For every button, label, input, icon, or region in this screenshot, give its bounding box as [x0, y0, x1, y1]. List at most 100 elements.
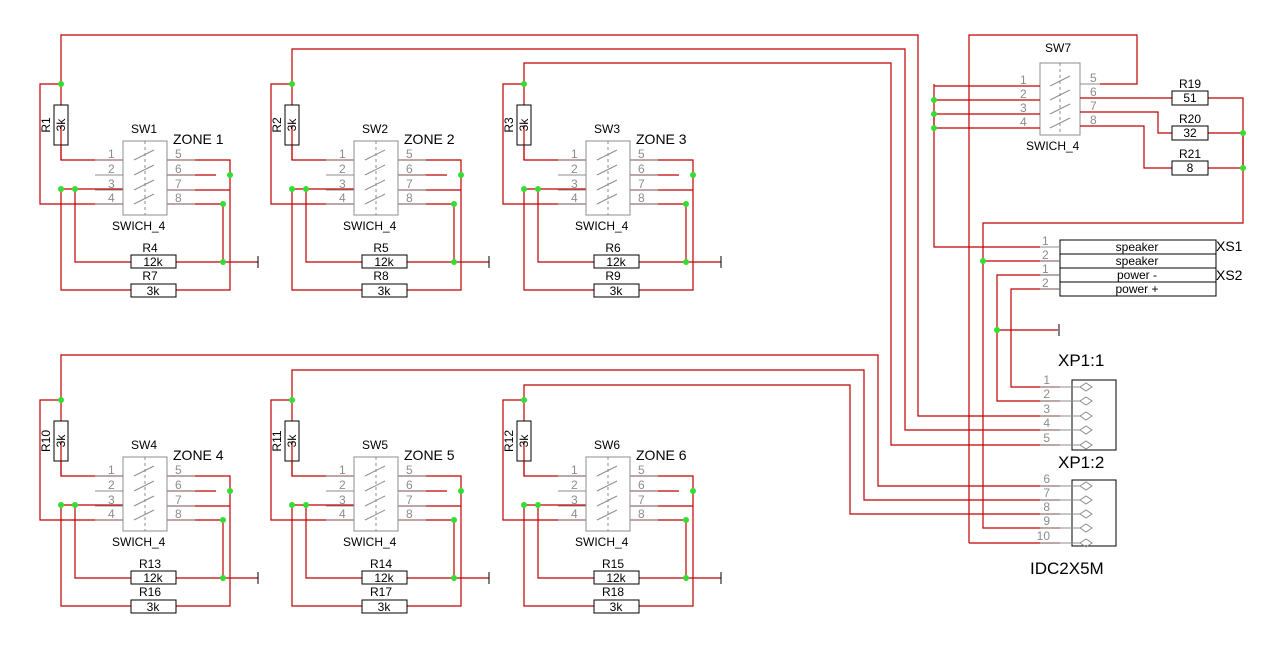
resistor-low-value: 3k — [147, 284, 161, 298]
switch-pin-label: 3 — [571, 493, 578, 507]
xp1-part1-label: XP1:1 — [1058, 351, 1104, 370]
junction-dot — [535, 186, 541, 192]
switch-pin-label: 4 — [108, 507, 115, 521]
resistor-low — [361, 283, 408, 298]
sw7-resistor-value: 8 — [1187, 161, 1194, 175]
resistor-low-name: R16 — [139, 585, 161, 599]
switch-type-label: SWICH_4 — [112, 219, 166, 233]
xp1-pin-label: 9 — [1043, 514, 1050, 528]
sw7-pin-label: 4 — [1020, 115, 1027, 129]
zone-label: ZONE 5 — [404, 447, 455, 463]
switch-pin-label: 3 — [339, 493, 346, 507]
switch-pin-label: 4 — [339, 507, 346, 521]
resistor-low — [593, 283, 640, 298]
switch-type-label: SWICH_4 — [112, 535, 166, 549]
switch-pin-label: 5 — [175, 147, 182, 161]
terminal-pin-label: 1 — [1042, 262, 1049, 276]
resistor-upper-name: R1 — [39, 117, 53, 133]
switch-pin-label: 8 — [406, 191, 413, 205]
junction-dot — [220, 259, 226, 265]
resistor-mid-value: 12k — [374, 571, 394, 585]
resistor-mid — [361, 570, 408, 585]
switch-pin-label: 4 — [339, 191, 346, 205]
sw7-resistor-value: 51 — [1183, 91, 1197, 105]
sw7-resistor — [1171, 160, 1209, 176]
sw7-resistor-name: R19 — [1179, 77, 1201, 91]
switch-pin-label: 6 — [406, 478, 413, 492]
junction-dot — [220, 575, 226, 581]
switch-pin-label: 7 — [406, 493, 413, 507]
resistor-low — [130, 599, 177, 614]
terminal-label: speaker — [1116, 254, 1159, 268]
junction-dot — [451, 575, 457, 581]
junction-dot — [58, 397, 64, 403]
switch-pin-label: 6 — [638, 478, 645, 492]
resistor-mid-name: R6 — [605, 241, 621, 255]
switch-label: SW2 — [362, 122, 388, 136]
switch-type-label: SWICH_4 — [343, 535, 397, 549]
terminal-label: power + — [1115, 282, 1158, 296]
switch-pin-label: 6 — [175, 478, 182, 492]
xp1-pin-label: 5 — [1043, 431, 1050, 445]
xp1-pin-label: 8 — [1043, 500, 1050, 514]
junction-dot — [683, 517, 689, 523]
sw7-resistor — [1171, 125, 1209, 141]
switch-pin-label: 5 — [406, 463, 413, 477]
junction-dot — [690, 488, 696, 494]
resistor-upper-name: R11 — [270, 430, 284, 451]
resistor-low-name: R9 — [605, 269, 621, 283]
resistor-upper-name: R2 — [270, 117, 284, 133]
zone-label: ZONE 1 — [173, 131, 224, 147]
junction-dot — [451, 259, 457, 265]
switch-pin-label: 6 — [175, 162, 182, 176]
resistor-upper-value: 3k — [54, 118, 68, 132]
junction-dot — [72, 186, 78, 192]
resistor-upper-value: 3k — [285, 118, 299, 132]
junction-dot — [227, 488, 233, 494]
xp1-pin-label: 6 — [1043, 472, 1050, 486]
switch-pin-label: 1 — [339, 463, 346, 477]
switch-pin-label: 7 — [175, 493, 182, 507]
switch-pin-label: 8 — [638, 507, 645, 521]
sw7-label: SW7 — [1045, 41, 1071, 55]
resistor-low — [593, 599, 640, 614]
junction-dot — [220, 517, 226, 523]
resistor-mid-name: R13 — [139, 557, 161, 571]
resistor-low-name: R17 — [370, 585, 392, 599]
junction-dot — [58, 81, 64, 87]
sw7-pin-label: 5 — [1090, 71, 1097, 85]
resistor-mid — [593, 254, 640, 269]
switch-pin-label: 2 — [571, 478, 578, 492]
junction-dot — [451, 201, 457, 207]
switch-pin-label: 3 — [339, 177, 346, 191]
sw7-resistor-name: R21 — [1179, 147, 1201, 161]
resistor-upper-name: R3 — [502, 117, 516, 133]
junction-dot — [303, 502, 309, 508]
xp1-pin-label: 10 — [1037, 529, 1051, 543]
junction-dot — [72, 502, 78, 508]
junction-dot — [303, 186, 309, 192]
switch-pin-label: 4 — [571, 191, 578, 205]
resistor-low-name: R8 — [373, 269, 389, 283]
resistor-mid — [361, 254, 408, 269]
sw7-resistor-name: R20 — [1179, 112, 1201, 126]
switch-pin-label: 2 — [339, 162, 346, 176]
zone-label: ZONE 2 — [404, 131, 455, 147]
xp1-pin-label: 2 — [1043, 387, 1050, 401]
junction-dot — [289, 186, 295, 192]
switch-pin-label: 6 — [406, 162, 413, 176]
switch-label: SW1 — [131, 122, 157, 136]
sw7-resistor — [1171, 90, 1209, 106]
resistor-low-value: 3k — [378, 600, 392, 614]
resistor-mid-value: 12k — [606, 571, 626, 585]
xp1-part2-label: XP1:2 — [1058, 453, 1104, 472]
xp1-pin-label: 4 — [1043, 416, 1050, 430]
junction-dot — [458, 488, 464, 494]
xs1-label: XS1 — [1216, 238, 1243, 254]
sw7-pin-label: 3 — [1020, 101, 1027, 115]
